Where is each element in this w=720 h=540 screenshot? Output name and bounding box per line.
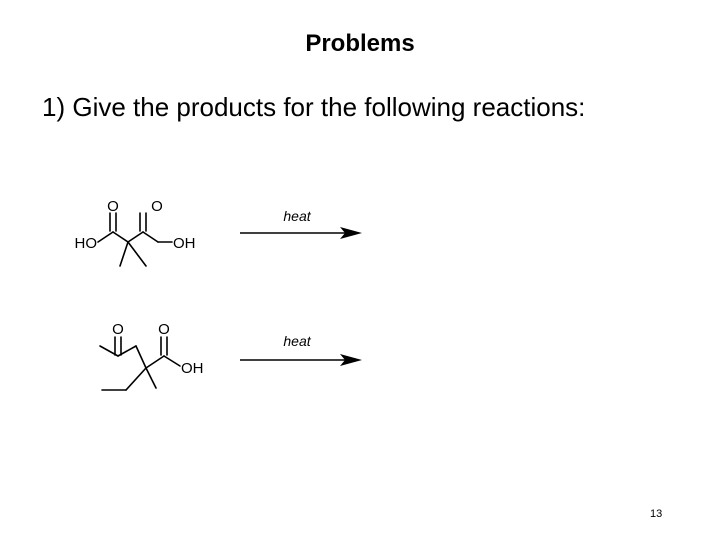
carbonyl-oxygen-label: O	[112, 321, 124, 338]
reaction-2: O O OH heat	[99, 321, 362, 391]
reaction-1: O O HO OH heat	[75, 198, 362, 267]
hydroxyl-label: OH	[173, 235, 196, 252]
reaction-condition: heat	[283, 208, 311, 224]
question-text: 1) Give the products for the following r…	[42, 92, 586, 122]
page-number: 13	[650, 508, 663, 520]
reaction-condition: heat	[283, 333, 311, 349]
slide-title: Problems	[305, 30, 415, 57]
right-arrow-icon	[240, 227, 362, 239]
molecule-1-structure	[97, 212, 173, 267]
hydroxyl-label: HO	[75, 235, 98, 252]
molecule-2-structure	[99, 336, 181, 391]
right-arrow-icon	[240, 354, 362, 366]
carbonyl-oxygen-label: O	[151, 198, 163, 215]
hydroxyl-label: OH	[181, 360, 204, 377]
carbonyl-oxygen-label: O	[158, 321, 170, 338]
carbonyl-oxygen-label: O	[107, 198, 119, 215]
